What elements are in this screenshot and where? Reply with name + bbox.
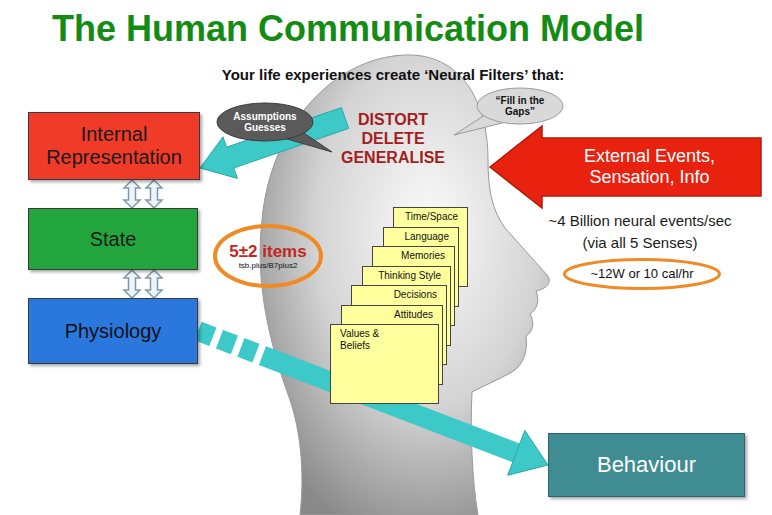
filter-card: Values & Beliefs [330,324,439,404]
process-box: Physiology [28,298,198,364]
filter-action: DISTORT [358,111,428,129]
speech-bubble: “Fill in the Gaps” [476,87,564,125]
subtitle: Your life experiences create ‘Neural Fil… [222,66,564,83]
node-text: Time/Space [405,211,458,223]
node-text: Physiology [65,320,162,343]
bubble-body [477,88,563,124]
node-text: Decisions [394,289,437,301]
double-arrow [146,270,162,298]
node-text: ~12W or 10 cal/hr [591,267,694,282]
node-text: Attitudes [394,309,433,321]
node-text: External Events, Sensation, Info [546,146,753,187]
arrow-head [508,430,548,475]
node-text: Memories [401,250,445,262]
bubble-body [217,103,313,141]
arrow-outline [490,126,761,208]
arrow-body [124,270,140,298]
double-arrow [124,270,140,298]
process-box: State [28,208,198,270]
arrow-body [124,180,140,208]
node-text: Behaviour [597,452,696,477]
diagram-title: The Human Communication Model [52,8,644,49]
node-text: Internal Representation [35,123,193,169]
ellipse-outline [565,260,720,289]
process-box: Internal Representation [28,112,200,180]
node-text: Language [405,231,450,243]
highlight-ellipse: ~12W or 10 cal/hr [563,258,721,290]
highlight-ellipse: 5±2 itemstsb.plus/B7plus2 [213,224,323,288]
filter-action: GENERALISE [341,149,445,167]
output-box: Behaviour [548,433,745,497]
node-text: Thinking Style [378,270,441,282]
node-text: Values & Beliefs [340,328,392,351]
speech-bubble: Assumptions Guesses [216,102,314,142]
filter-action: DELETE [361,130,424,148]
node-text: Assumptions Guesses [230,111,300,134]
input-arrow: External Events, Sensation, Info [490,126,761,208]
node-text: tsb.plus/B7plus2 [239,261,298,270]
node-text: State [90,228,137,251]
arrow-body [146,180,162,208]
node-text: 5±2 items [229,242,306,262]
note-text: (via all 5 Senses) [582,234,697,251]
node-text: “Fill in the Gaps” [495,95,545,118]
arrow-body [146,270,162,298]
double-arrow [146,180,162,208]
double-arrow [124,180,140,208]
ellipse-outline [215,226,321,286]
note-text: ~4 Billion neural events/sec [548,212,731,229]
